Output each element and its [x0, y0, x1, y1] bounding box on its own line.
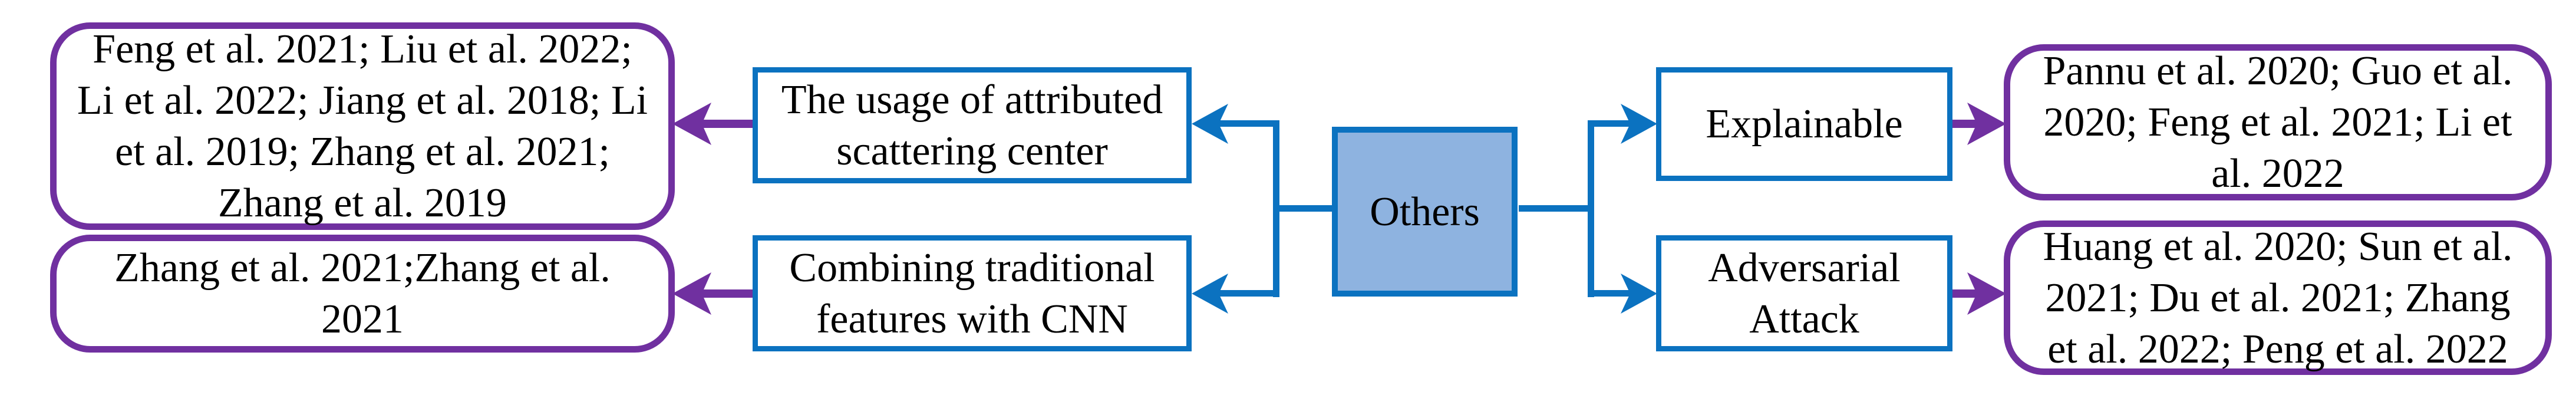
citations-text: Zhang et al. 2021;Zhang et al. 2021 [114, 245, 611, 342]
branch-label: The usage of attributed scattering cente… [781, 77, 1163, 174]
citations-explainable: Pannu et al. 2020; Guo et al. 2020; Feng… [2004, 44, 2552, 200]
left-stub-to-others [1276, 205, 1335, 212]
right-stub-from-others [1519, 205, 1589, 212]
purple-arrows [672, 103, 2006, 315]
citations-text: Pannu et al. 2020; Guo et al. 2020; Feng… [2043, 48, 2513, 196]
right-blue-connector [1519, 104, 1657, 314]
branch-label: Explainable [1706, 101, 1903, 147]
citations-attributed-scattering-center: Feng et al. 2021; Liu et al. 2022; Li et… [50, 22, 675, 230]
purple-right-top-shaft [1952, 120, 1979, 128]
right-bottom-arrowhead-icon [1621, 274, 1657, 314]
purple-left-top-shaft [695, 120, 754, 128]
right-top-arrowhead-icon [1621, 104, 1657, 144]
branch-traditional-features-cnn: Combining traditional features with CNN [753, 235, 1192, 351]
left-bottom-arrow-shaft [1215, 290, 1278, 297]
citations-text: Feng et al. 2021; Liu et al. 2022; Li et… [77, 27, 648, 226]
branch-label: Adversarial Attack [1708, 245, 1901, 342]
purple-left-top-arrowhead-icon [672, 103, 711, 145]
root-label: Others [1370, 189, 1480, 235]
purple-left-bottom-shaft [695, 289, 754, 298]
root-node-others: Others [1332, 127, 1518, 297]
branch-attributed-scattering-center: The usage of attributed scattering cente… [753, 67, 1192, 183]
right-top-arrow-shaft [1591, 120, 1635, 127]
citations-text: Huang et al. 2020; Sun et al. 2021; Du e… [2043, 223, 2513, 372]
left-top-arrowhead-icon [1192, 104, 1228, 144]
purple-left-bottom-arrowhead-icon [672, 272, 711, 315]
right-vertical-line [1588, 120, 1594, 297]
citations-traditional-features-cnn: Zhang et al. 2021;Zhang et al. 2021 [50, 235, 675, 353]
right-bottom-arrow-shaft [1591, 290, 1635, 297]
branch-label: Combining traditional features with CNN [789, 245, 1155, 342]
purple-right-bottom-arrowhead-icon [1967, 272, 2006, 315]
branch-adversarial-attack: Adversarial Attack [1656, 235, 1952, 351]
citations-adversarial-attack: Huang et al. 2020; Sun et al. 2021; Du e… [2004, 220, 2552, 375]
purple-right-top-arrowhead-icon [1967, 103, 2006, 145]
left-blue-connector [1192, 104, 1335, 314]
branch-explainable: Explainable [1656, 67, 1952, 181]
purple-right-bottom-shaft [1952, 289, 1979, 298]
left-top-arrow-shaft [1215, 120, 1278, 127]
left-bottom-arrowhead-icon [1192, 274, 1228, 314]
